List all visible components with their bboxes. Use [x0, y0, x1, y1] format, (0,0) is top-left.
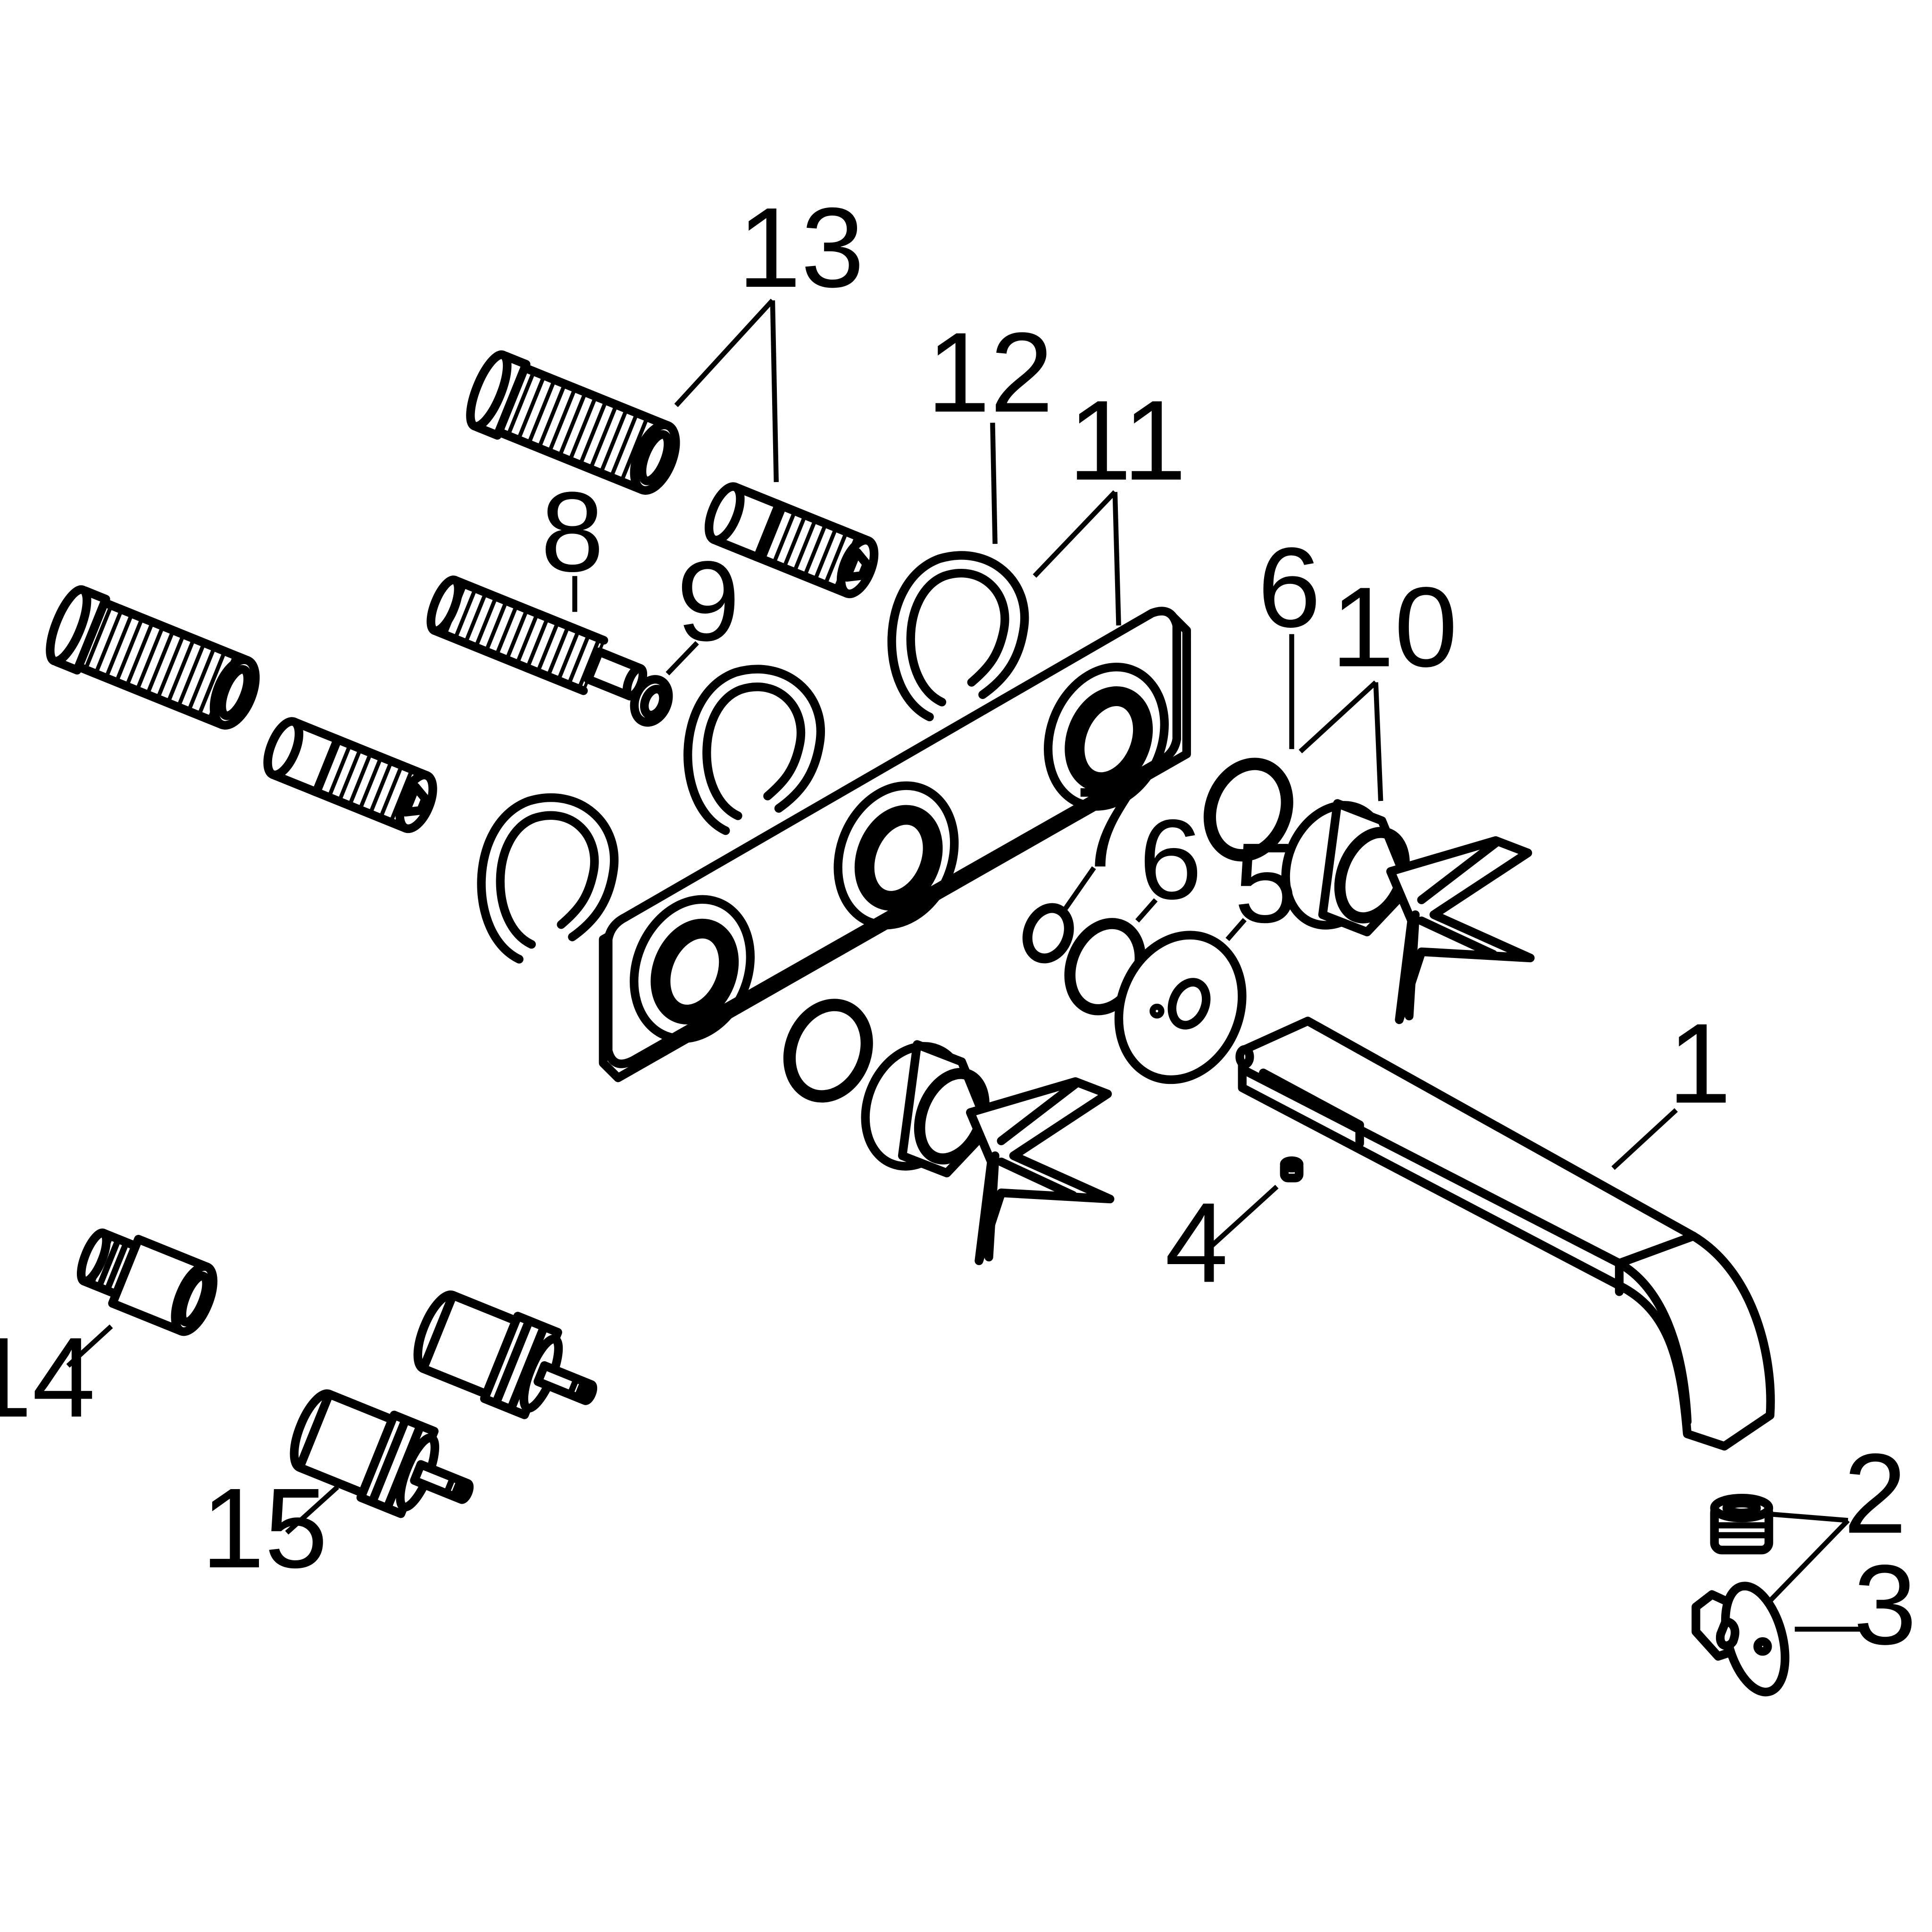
callout-9: 9	[677, 538, 740, 665]
part-10-cross-handle-upper	[1281, 799, 1535, 1024]
leader-lines	[66, 299, 1864, 1632]
callout-7: 7	[1074, 764, 1138, 891]
callout-13: 13	[738, 184, 864, 311]
part-13-extension-short-top	[704, 482, 879, 599]
part-5-rosette	[1114, 931, 1247, 1084]
part-4-set-screw	[1280, 1156, 1304, 1183]
part-1-spout	[1235, 1016, 1775, 1451]
callout-10: 10	[1331, 564, 1457, 691]
callout-2: 2	[1843, 1431, 1907, 1557]
part-10-cross-handle-lower	[861, 1040, 1115, 1266]
part-13-extension-long-top	[466, 350, 680, 495]
part-12-retaining-clip-top	[887, 551, 1029, 722]
part-11-cover-plate	[599, 607, 1191, 1083]
part-8-spindle-extension	[426, 575, 648, 701]
callout-5: 5	[1234, 820, 1297, 947]
part-6-o-ring-lower-left	[783, 999, 873, 1103]
callout-15: 15	[201, 1465, 328, 1592]
callout-1: 1	[1668, 1000, 1731, 1127]
callout-labels: 13 12 11 8 9 6 10 7 6 5 1 4 2 3 14 15	[0, 184, 1916, 1668]
part-14-adapter	[76, 1228, 217, 1336]
part-15-cartridge-lower	[290, 1389, 474, 1518]
callout-6-upper: 6	[1257, 525, 1321, 651]
part-15-cartridge-upper	[413, 1290, 598, 1419]
callout-8: 8	[541, 469, 604, 596]
part-2-aerator	[1710, 1493, 1774, 1555]
plate-hole-right	[1043, 663, 1169, 811]
callout-4: 4	[1165, 1180, 1228, 1307]
part-12-retaining-clip-middle	[683, 665, 825, 835]
callout-3: 3	[1853, 1541, 1916, 1668]
callout-11: 11	[1068, 377, 1186, 504]
callout-12: 12	[927, 309, 1053, 436]
part-3-aerator-key	[1691, 1582, 1790, 1697]
callout-6-lower: 6	[1139, 796, 1202, 923]
part-9-o-ring-small	[630, 675, 673, 727]
part-13-extension-long-bottom	[46, 585, 260, 730]
plate-hole-center	[833, 781, 959, 930]
plate-hole-left	[630, 895, 755, 1043]
part-6-o-ring-upper	[1203, 758, 1293, 862]
part-13-extension-short-bottom	[263, 717, 437, 833]
part-7-o-ring-small	[1022, 903, 1074, 964]
part-12-retaining-clip-bottom	[477, 793, 619, 964]
callout-14: 14	[0, 1314, 95, 1441]
